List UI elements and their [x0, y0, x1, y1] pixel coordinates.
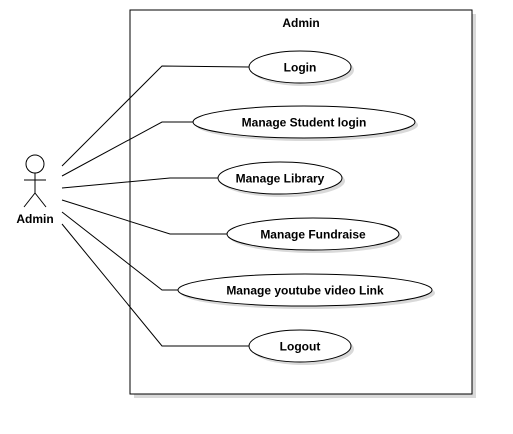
actor-left-leg [23, 192, 36, 208]
association-logout [61, 223, 249, 347]
use-case-ellipse [192, 105, 416, 139]
actor-right-leg [34, 192, 47, 208]
use-case-logout[interactable]: Logout [248, 329, 354, 365]
use-case-label: Login [284, 61, 317, 75]
use-case-ellipse [177, 273, 433, 307]
use-case-label: Manage Library [236, 172, 325, 186]
associations [61, 65, 250, 347]
actor-label: Admin [16, 212, 53, 226]
use-case-manage-student-login[interactable]: Manage Student login [192, 105, 418, 141]
association-manage-student-login [61, 121, 194, 177]
association-manage-youtube-video-link [61, 211, 178, 291]
actor-icon [23, 154, 47, 208]
system-title: Admin [282, 16, 319, 30]
association-manage-library [61, 177, 233, 189]
use-case-manage-library[interactable]: Manage Library [217, 161, 345, 197]
association-manage-fundraise [61, 199, 227, 235]
use-case-manage-fundraise[interactable]: Manage Fundraise [226, 217, 402, 253]
use-case-manage-youtube-video-link[interactable]: Manage youtube video Link [177, 273, 435, 309]
use-case-label: Logout [280, 340, 321, 354]
use-case-ellipse [248, 50, 352, 84]
use-case-label: Manage youtube video Link [226, 284, 384, 298]
use-case-ellipse [226, 217, 400, 251]
use-case-label: Manage Fundraise [260, 228, 366, 242]
use-case-ellipse [217, 161, 343, 195]
use-case-login[interactable]: Login [248, 50, 354, 86]
actor-head [25, 154, 45, 174]
association-login [61, 65, 250, 167]
use-case-ellipse [248, 329, 352, 363]
actor-admin[interactable]: Admin [16, 154, 54, 226]
use-case-label: Manage Student login [242, 116, 367, 130]
